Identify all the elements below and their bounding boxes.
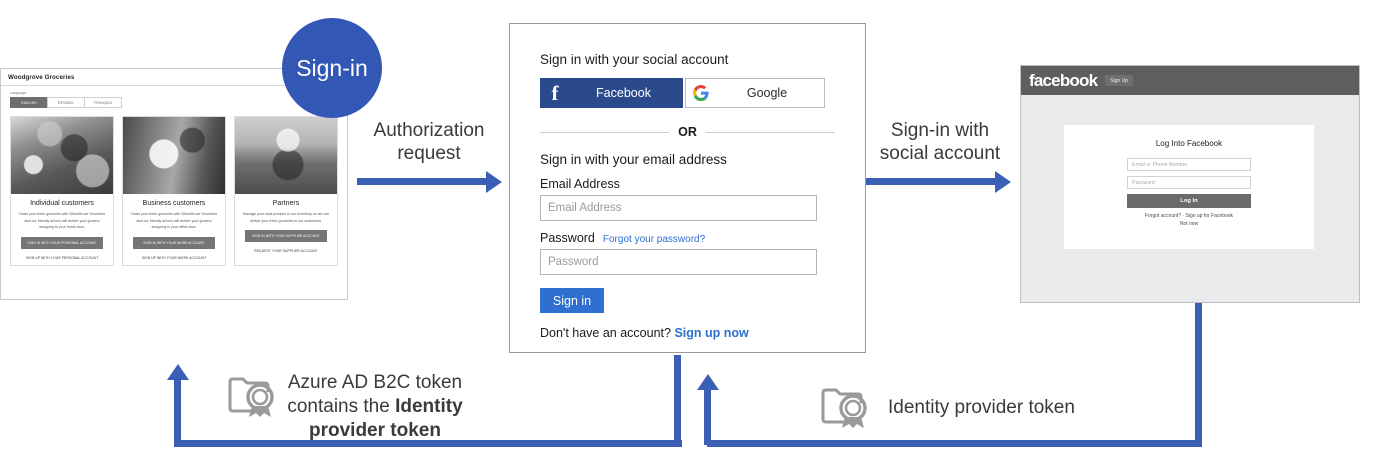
facebook-not-now-link[interactable]: Not now: [1179, 221, 1199, 227]
card-description: Order your fresh groceries with WoodGrov…: [18, 212, 105, 230]
sign-in-button[interactable]: Sign in: [540, 288, 604, 313]
facebook-password-input[interactable]: Password: [1127, 176, 1251, 189]
facebook-forgot-account-link[interactable]: Forgot account? · Sign up for Facebook: [1144, 213, 1234, 219]
email-label-text: Email Address: [540, 177, 620, 191]
note-bold-provider-token: provider token: [309, 419, 441, 441]
facebook-wordmark: facebook: [1029, 70, 1098, 90]
arrow-head-authorization-request: [486, 170, 502, 193]
card-photo-individual-customers: [11, 117, 113, 194]
audience-cards: Individual customers Order your fresh gr…: [1, 108, 347, 266]
facebook-button-label: Facebook: [596, 86, 651, 100]
card-signin-button[interactable]: SIGN IN WITH YOUR PERSONAL ACCOUNT: [21, 236, 103, 249]
sign-up-prompt: Don't have an account?: [540, 326, 675, 340]
password-label-text: Password: [540, 231, 595, 245]
social-buttons-row: f Facebook Google: [540, 78, 835, 108]
forgot-password-link[interactable]: Forgot your password?: [602, 234, 706, 245]
google-icon: [686, 85, 716, 101]
language-label: Language: [10, 91, 26, 95]
woodgrove-groceries-app-panel: Woodgrove Groceries Language ENGLISH ESP…: [0, 68, 348, 300]
facebook-card-title: Log Into Facebook: [1155, 139, 1223, 148]
b2c-sign-in-panel: Sign in with your social account f Faceb…: [509, 23, 866, 353]
google-button-label: Google: [746, 86, 788, 100]
email-input[interactable]: Email Address: [540, 195, 817, 221]
language-button-francais[interactable]: FRANÇAIS: [84, 97, 122, 108]
language-button-english[interactable]: ENGLISH: [10, 97, 48, 108]
google-sign-in-button[interactable]: Google: [685, 78, 825, 108]
card-photo-business-customers: [123, 117, 225, 194]
arrow-shaft-authorization-request: [357, 178, 486, 185]
card-partners: Partners Manage your local produce in ou…: [234, 116, 338, 266]
woodgrove-brand-title: Woodgrove Groceries: [8, 73, 75, 81]
sign-in-badge-label: Sign-in: [296, 54, 368, 81]
card-signup-link[interactable]: REQUEST YOUR SUPPLIER ACCOUNT: [254, 249, 318, 254]
note-line-2: contains the: [287, 395, 396, 417]
card-photo-partners: [235, 117, 337, 194]
card-description: Manage your local produce in our invento…: [242, 212, 330, 223]
divider-rule-left: [540, 131, 670, 133]
return-arrow-head-to-b2c-panel: [696, 374, 719, 390]
return-riser-from-b2c-panel: [674, 355, 681, 445]
facebook-login-panel: facebook Sign Up Log Into Facebook Email…: [1020, 65, 1360, 303]
language-button-espanol[interactable]: ESPAÑOL: [47, 97, 85, 108]
return-riser-to-b2c-panel: [704, 388, 711, 445]
sign-up-row: Don't have an account? Sign up now: [540, 326, 835, 340]
return-riser-to-woodgrove: [174, 378, 181, 445]
note-line-1: Azure AD B2C token: [287, 372, 463, 393]
woodgrove-header: Woodgrove Groceries: [1, 69, 347, 86]
sign-in-badge: Sign-in: [282, 18, 382, 118]
arrow-head-sign-in-with-social-account: [995, 170, 1011, 193]
or-label: OR: [678, 125, 697, 139]
card-signin-button[interactable]: SIGN IN WITH YOUR SUPPLIER ACCOUNT: [245, 230, 327, 243]
card-title: Business customers: [142, 200, 206, 207]
card-signup-link[interactable]: SIGN UP WITH YOUR PERSONAL ACCOUNT: [25, 255, 99, 260]
password-field-label: Password Forgot your password?: [540, 231, 835, 245]
return-rail-bottom-left: [174, 440, 682, 447]
arrow-shaft-sign-in-with-social-account: [866, 178, 995, 185]
facebook-sign-up-button[interactable]: Sign Up: [1105, 75, 1134, 86]
card-individual-customers: Individual customers Order your fresh gr…: [10, 116, 114, 266]
card-signin-button[interactable]: SIGN IN WITH YOUR WORK ACCOUNT: [133, 236, 215, 249]
return-rail-bottom-right: [707, 440, 1202, 447]
social-account-heading: Sign in with your social account: [540, 52, 729, 67]
or-divider: OR: [540, 125, 835, 139]
card-title: Individual customers: [30, 200, 94, 207]
note-bold-identity: Identity: [395, 395, 463, 417]
card-business-customers: Business customers Order your fresh groc…: [122, 116, 226, 266]
facebook-email-input[interactable]: Email or Phone Number: [1127, 158, 1251, 171]
email-field-label: Email Address: [540, 177, 835, 191]
arrow-label-authorization-request: Authorization request: [373, 120, 485, 165]
certificate-token-icon-left: [227, 370, 277, 418]
facebook-icon: f: [551, 80, 559, 105]
card-title: Partners: [272, 200, 300, 207]
sign-up-now-link[interactable]: Sign up now: [674, 326, 749, 340]
facebook-sign-in-button[interactable]: f Facebook: [540, 78, 683, 108]
facebook-login-card: Log Into Facebook Email or Phone Number …: [1064, 125, 1314, 249]
card-signup-link[interactable]: SIGN UP WITH YOUR WORK ACCOUNT: [141, 255, 207, 260]
identity-provider-token-note: Identity provider token: [888, 397, 1075, 418]
facebook-top-bar: facebook Sign Up: [1021, 66, 1359, 95]
card-description: Order your fresh groceries with WoodGrov…: [130, 212, 217, 230]
return-arrow-head-to-woodgrove: [166, 364, 189, 380]
divider-rule-right: [705, 131, 835, 133]
email-account-heading: Sign in with your email address: [540, 152, 727, 167]
azure-ad-b2c-token-note: Azure AD B2C token contains the Identity…: [276, 371, 474, 442]
password-input[interactable]: Password: [540, 249, 817, 275]
language-selector: Language ENGLISH ESPAÑOL FRANÇAIS: [1, 86, 347, 108]
facebook-log-in-button[interactable]: Log In: [1127, 194, 1251, 208]
arrow-label-sign-in-with-social-account: Sign-in with social account: [879, 120, 1001, 165]
certificate-token-icon-right: [820, 381, 870, 429]
return-riser-from-facebook: [1195, 303, 1202, 445]
